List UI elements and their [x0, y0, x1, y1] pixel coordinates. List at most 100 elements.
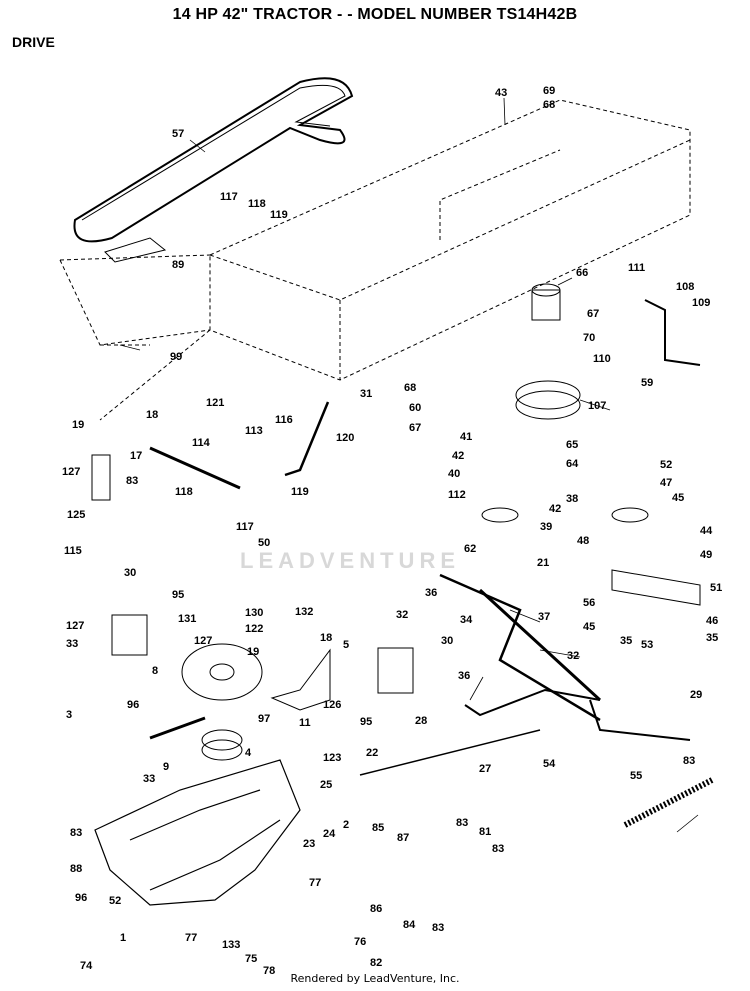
- shift-rod: [149, 446, 241, 490]
- callout-33: 131: [178, 613, 196, 625]
- callout-11: 8: [152, 665, 158, 677]
- clutch-110: [515, 380, 581, 410]
- callout-56: 45: [583, 621, 595, 633]
- callout-60: 67: [409, 422, 421, 434]
- callout-97: 4: [245, 747, 252, 759]
- callout-52-b: 1: [120, 932, 126, 944]
- callout-17: 127: [62, 466, 80, 478]
- callout-122: 132: [295, 606, 313, 618]
- callout-112: 65: [566, 439, 578, 451]
- brake-rod-34: [439, 573, 601, 722]
- callout-23: 24: [323, 828, 336, 840]
- callout-21: 31: [360, 388, 372, 400]
- diagram-title: 14 HP 42" TRACTOR - - MODEL NUMBER TS14H…: [172, 6, 578, 23]
- callout-89: 89: [172, 259, 184, 271]
- callout-121: 18: [146, 409, 158, 421]
- callout-48: 51: [710, 582, 722, 594]
- callout-54: 55: [630, 770, 642, 782]
- callout-39: 21: [537, 557, 549, 569]
- callout-22: 27: [479, 763, 491, 775]
- callout-55: 83: [683, 755, 695, 767]
- callout-95: 127: [66, 620, 84, 632]
- callout-62: 36: [425, 587, 437, 599]
- callout-78: 76: [354, 936, 366, 948]
- callout-130: 122: [245, 623, 263, 635]
- callout-30: 95: [172, 589, 184, 601]
- callout-120: 118: [175, 486, 193, 498]
- callout-18: 19: [72, 419, 84, 431]
- callout-113: 116: [275, 414, 293, 426]
- callout-32-b: 30: [441, 635, 453, 647]
- callout-50: 52: [660, 459, 672, 471]
- callout-43: 43: [495, 87, 507, 99]
- callout-81: 83: [492, 843, 504, 855]
- callout-45-b: 46: [706, 615, 718, 627]
- bracket-109: [644, 299, 701, 366]
- callout-19-b: 18: [320, 632, 332, 644]
- cooling-fan: [181, 643, 263, 701]
- callout-107: 111: [628, 262, 645, 274]
- callout-133: 74: [80, 960, 93, 972]
- callout-40: 112: [448, 489, 466, 501]
- callouts: 57 89 99 117 118 119 43 69 68 66 67 70 1…: [62, 85, 722, 977]
- pulley-47: [611, 507, 649, 523]
- bracket-17: [91, 454, 111, 501]
- callout-38: 42: [549, 503, 561, 515]
- callout-83-c: 88: [70, 863, 82, 875]
- callout-119: 119: [270, 209, 288, 221]
- callout-87: 86: [370, 903, 382, 915]
- callout-52: 47: [660, 477, 672, 489]
- tractor-frame: [59, 99, 691, 421]
- callout-59: 68: [404, 382, 416, 394]
- rod-22: [359, 729, 541, 776]
- bracket-5: [270, 648, 331, 711]
- idler-bracket: [611, 569, 701, 606]
- section-label: DRIVE: [12, 34, 55, 50]
- callout-125: 115: [64, 545, 82, 557]
- rod-28: [464, 688, 601, 717]
- callout-33-b: 32: [396, 609, 408, 621]
- callout-57: 57: [172, 128, 184, 140]
- callout-63: 66: [576, 267, 588, 279]
- callout-114: 113: [245, 425, 263, 437]
- callout-76: 82: [370, 957, 382, 969]
- callout-132: 127: [194, 635, 212, 647]
- callout-110: 107: [588, 400, 606, 412]
- callout-127-b: 33: [66, 638, 78, 650]
- callout-96-b: 52: [109, 895, 121, 907]
- belt-guard: [104, 237, 167, 263]
- callout-25: 23: [303, 838, 315, 850]
- watermark: LEADVENTURE: [240, 548, 461, 573]
- callout-36: 34: [460, 614, 473, 626]
- callout-111: 108: [676, 281, 694, 293]
- bracket-30-right: [377, 647, 414, 694]
- callout-32: 30: [124, 567, 136, 579]
- rod-53: [589, 699, 691, 741]
- callout-117-b: 50: [258, 537, 270, 549]
- transaxle: [94, 759, 301, 906]
- callout-51: 56: [583, 597, 595, 609]
- callout-9: 33: [143, 773, 155, 785]
- callout-1: 77: [185, 932, 197, 944]
- pulley-3: [201, 729, 243, 751]
- callout-74: 75: [245, 953, 257, 965]
- callout-109: 59: [641, 377, 653, 389]
- callout-47: 45: [672, 492, 684, 504]
- callout-118-b: 119: [291, 486, 309, 498]
- callout-3: 97: [258, 713, 270, 725]
- brake-arm: [149, 716, 206, 740]
- callout-53: 29: [690, 689, 702, 701]
- callout-77-b: 133: [222, 939, 240, 951]
- callout-83-d: 81: [479, 826, 491, 838]
- callout-85: 87: [397, 832, 409, 844]
- callout-127-c: 19: [247, 646, 259, 658]
- callout-75: 78: [263, 965, 275, 977]
- callout-42-b: 39: [540, 521, 552, 533]
- callout-65: 64: [566, 458, 579, 470]
- footer-credit: Rendered by LeadVenture, Inc.: [290, 972, 460, 985]
- callout-36-b: 35: [620, 635, 632, 647]
- callout-69: 69: [543, 85, 555, 97]
- callout-83: 125: [67, 509, 85, 521]
- callout-8: 96: [127, 699, 139, 711]
